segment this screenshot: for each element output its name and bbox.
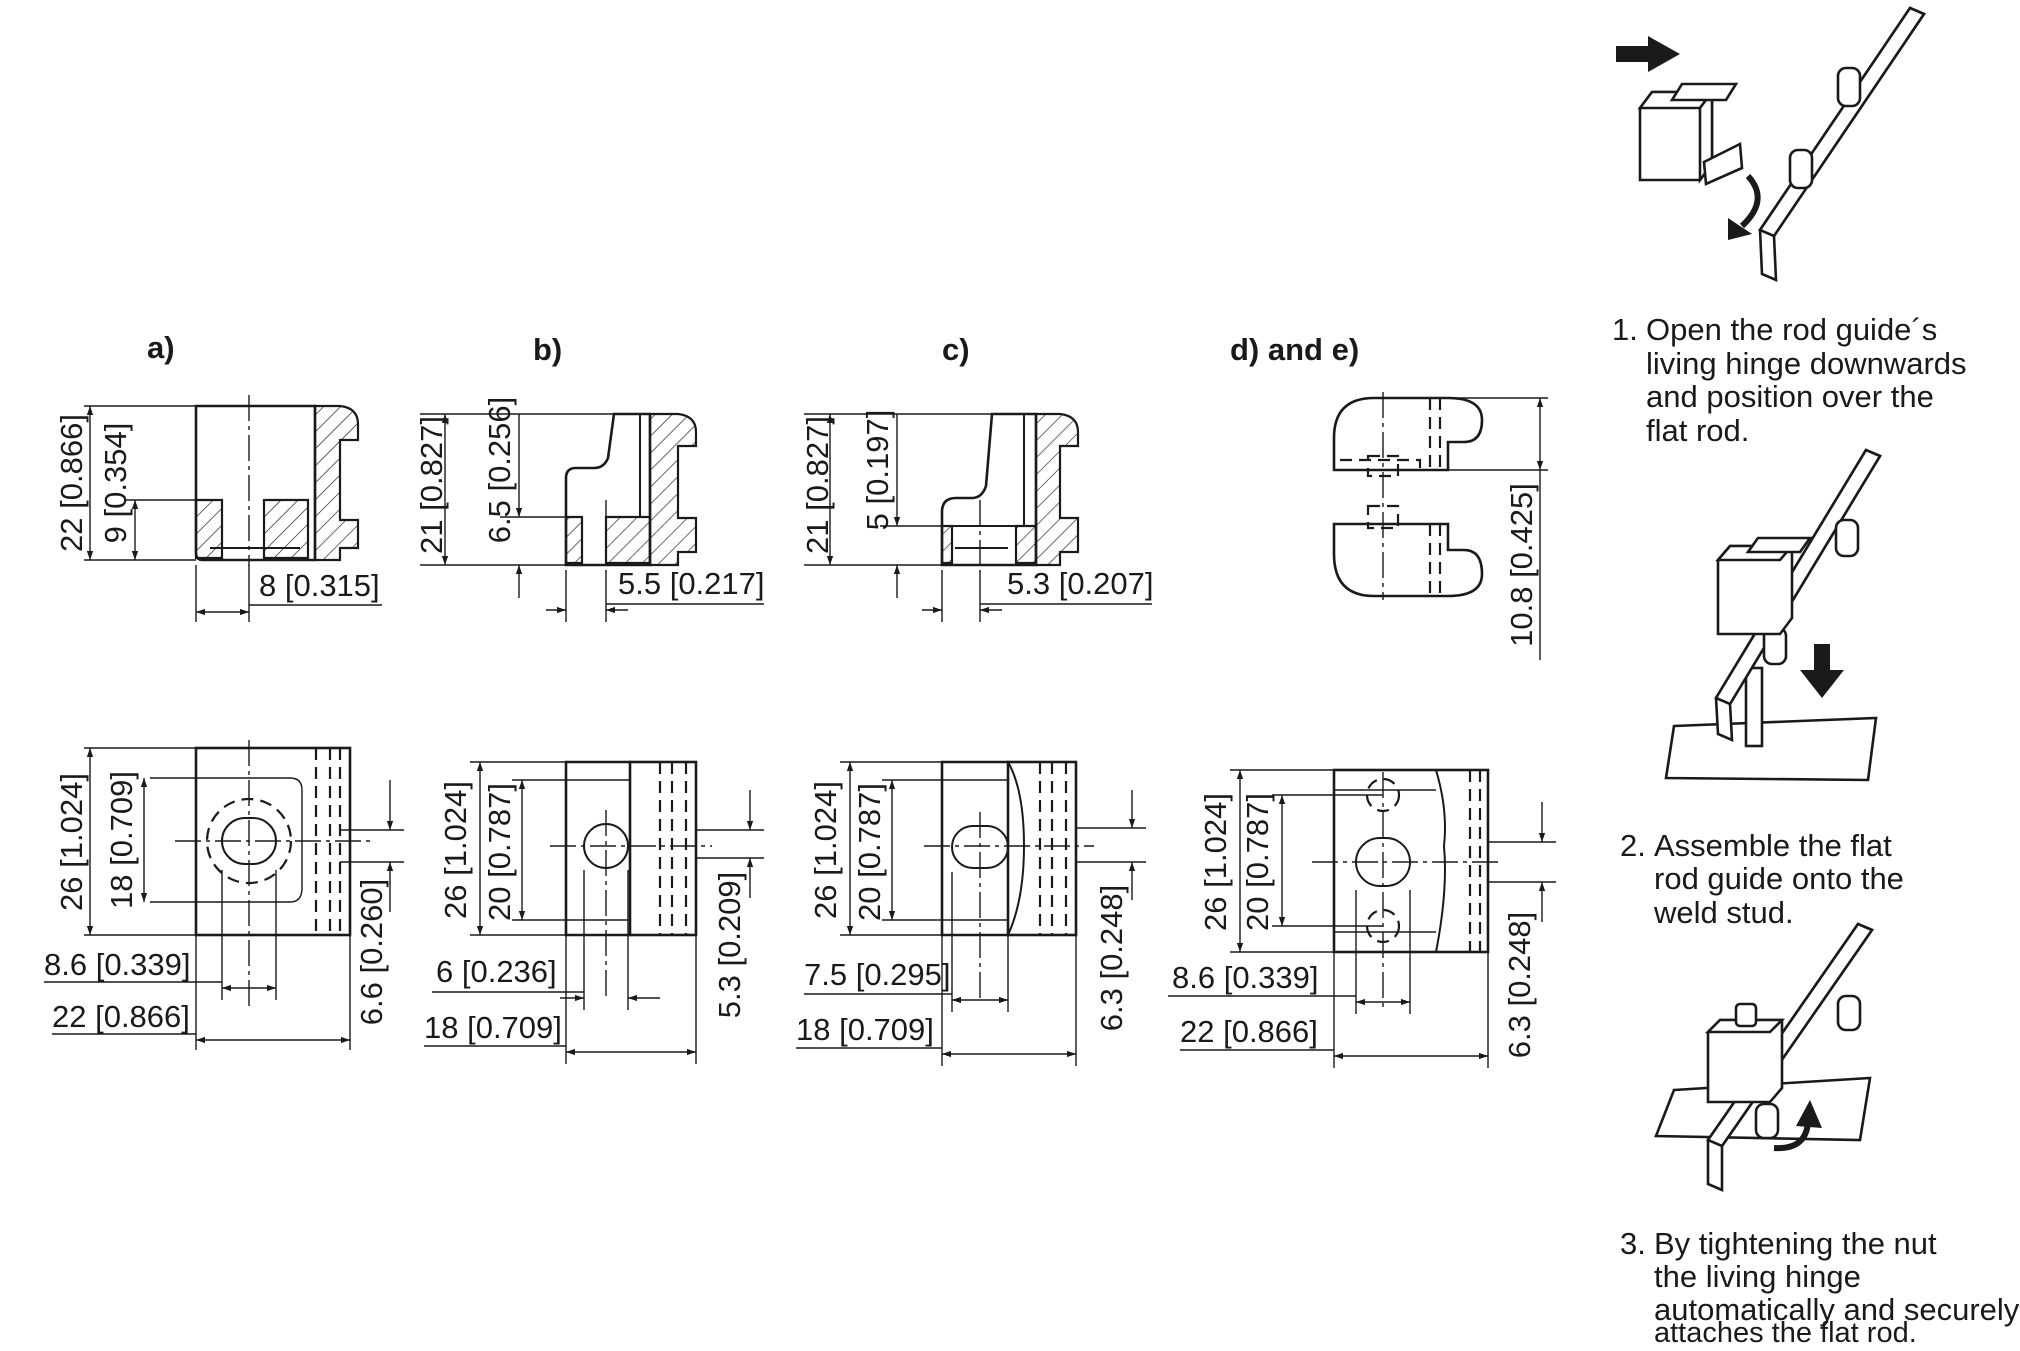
view-a-slot-width: 8 [0.315] (259, 568, 380, 603)
view-c-height-inner: 5 [0.197] (860, 410, 895, 531)
assembly-step1-illustration (1616, 6, 1926, 283)
right-arrow-icon (1616, 36, 1680, 72)
view-a-plan-offset: 6.6 [0.260] (354, 879, 389, 1026)
view-b-height-inner: 6.5 [0.256] (482, 397, 517, 544)
view-de-plan (1168, 768, 1556, 1068)
step-1-text: 1. Open the rod guide´s living hinge dow… (1612, 312, 1967, 448)
assembly-step3-illustration (1654, 922, 1874, 1192)
assembly-step2-illustration (1664, 448, 1882, 782)
view-c-plan-inner: 20 [0.787] (852, 783, 887, 921)
step-3-line-2: the living hinge (1654, 1259, 1861, 1294)
view-b-heading: b) (533, 332, 562, 367)
view-c-hole-width: 7.5 [0.295] (804, 957, 951, 992)
view-a-section (84, 395, 382, 622)
view-b-plan-height: 26 [1.024] (438, 781, 473, 919)
view-a-plan (44, 740, 404, 1050)
step-2-number: 2. (1620, 828, 1646, 863)
step-3-line-1: By tightening the nut (1654, 1226, 1937, 1261)
view-de-side (1332, 392, 1548, 660)
view-a-heading: a) (147, 330, 175, 365)
view-b-height-total: 21 [0.827] (414, 416, 449, 554)
view-c-heading: c) (942, 332, 970, 367)
view-c-plan-offset: 6.3 [0.248] (1094, 885, 1129, 1032)
view-c-plan-height: 26 [1.024] (808, 781, 843, 919)
view-a-plan-width: 22 [0.866] (52, 999, 190, 1034)
step-3-text: 3. By tightening the nut the living hing… (1620, 1226, 2020, 1349)
step-3-line-3: automatically and securely (1654, 1292, 2020, 1327)
view-de-plan-height: 26 [1.024] (1198, 793, 1233, 931)
view-b-plan-inner: 20 [0.787] (482, 783, 517, 921)
view-c-section (804, 412, 1152, 622)
step-1-line-4: flat rod. (1646, 413, 1749, 448)
view-b-plan-width: 18 [0.709] (424, 1010, 562, 1045)
step-1-line-2: living hinge downwards (1646, 346, 1967, 381)
step-2-text: 2. Assemble the flat rod guide onto the … (1620, 828, 1904, 930)
view-c-plan (796, 760, 1146, 1066)
down-arrow-icon (1800, 644, 1844, 698)
view-a-height-inner: 9 [0.354] (98, 423, 133, 544)
view-c-height-total: 21 [0.827] (800, 416, 835, 554)
view-b-plan (424, 760, 764, 1064)
view-c-plan-width: 18 [0.709] (796, 1012, 934, 1047)
step-3-number: 3. (1620, 1226, 1646, 1261)
view-de-plan-inner: 20 [0.787] (1240, 793, 1275, 931)
curved-arrow-icon (1739, 173, 1761, 229)
view-a-height-total: 22 [0.866] (54, 414, 89, 552)
view-b-section (420, 412, 764, 622)
view-a-plan-inner: 18 [0.709] (104, 771, 139, 909)
step-1-line-1: Open the rod guide´s (1646, 312, 1937, 347)
view-b-hole-width: 6 [0.236] (436, 954, 557, 989)
view-de-hole-width: 8.6 [0.339] (1172, 960, 1319, 995)
step-2-line-3: weld stud. (1653, 895, 1794, 930)
view-de-height-total: 10.8 [0.425] (1504, 483, 1539, 647)
view-de-plan-offset: 6.3 [0.248] (1502, 912, 1537, 1059)
view-a-hole-width: 8.6 [0.339] (44, 947, 191, 982)
step-1-number: 1. (1612, 312, 1638, 347)
step-2-line-2: rod guide onto the (1654, 861, 1904, 896)
view-b-slot-width: 5.5 [0.217] (618, 566, 765, 601)
step-2-line-1: Assemble the flat (1654, 828, 1892, 863)
view-b-plan-offset: 5.3 [0.209] (712, 872, 747, 1019)
view-c-slot-width: 5.3 [0.207] (1007, 566, 1154, 601)
view-a-plan-height: 26 [1.024] (54, 773, 89, 911)
view-de-heading: d) and e) (1230, 332, 1359, 367)
step-3-line-4: attaches the flat rod. (1654, 1317, 1917, 1346)
view-de-plan-width: 22 [0.866] (1180, 1014, 1318, 1049)
step-1-line-3: and position over the (1646, 379, 1934, 414)
